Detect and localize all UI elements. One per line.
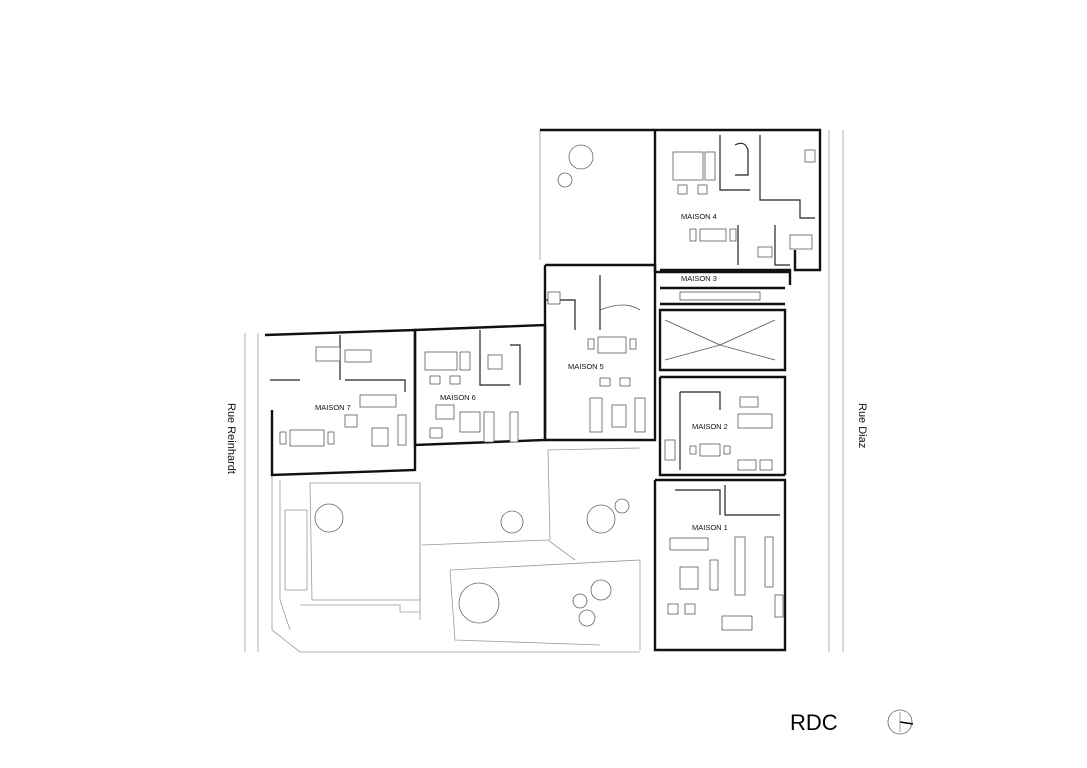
label-maison-1: MAISON 1	[692, 523, 728, 532]
block-maison-6	[413, 323, 547, 447]
street-left-label: Rue Reinhardt	[225, 403, 237, 474]
block-maison-4	[540, 128, 822, 274]
label-maison-2: MAISON 2	[692, 422, 728, 431]
label-maison-5: MAISON 5	[568, 362, 604, 371]
block-maison-5	[543, 263, 657, 442]
block-maison-2	[658, 375, 787, 477]
street-right-label: Rue Diaz	[856, 403, 868, 448]
block-maison-1	[653, 478, 787, 652]
north-arrow-icon	[887, 709, 914, 735]
gardens	[271, 130, 641, 653]
label-maison-6: MAISON 6	[440, 393, 476, 402]
block-void	[658, 308, 787, 372]
block-maison-7	[264, 328, 417, 477]
label-maison-7: MAISON 7	[315, 403, 351, 412]
house-labels: MAISON 4 MAISON 3 MAISON 5 MAISON 6 MAIS…	[315, 212, 728, 532]
plan-title: RDC	[790, 710, 838, 735]
street-lines	[244, 130, 844, 652]
label-maison-3: MAISON 3	[681, 274, 717, 283]
label-maison-4: MAISON 4	[681, 212, 717, 221]
block-maison-3	[660, 268, 792, 306]
